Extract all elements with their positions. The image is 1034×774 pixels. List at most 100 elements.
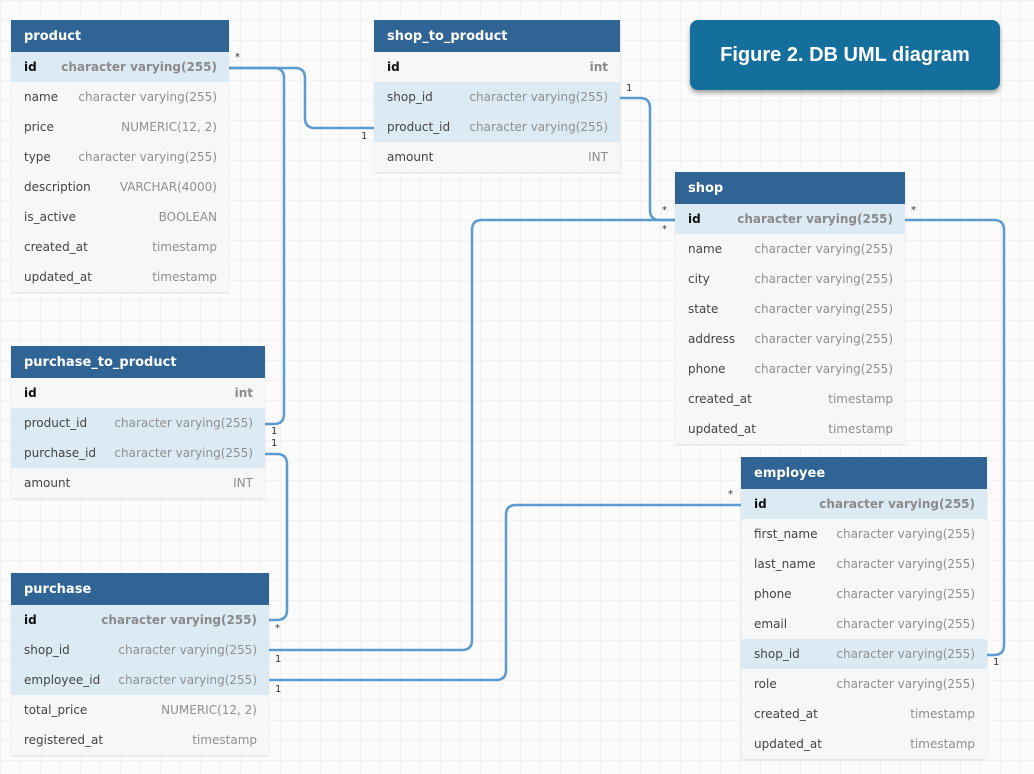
column-type: character varying(255) (754, 332, 893, 346)
column-type: int (234, 386, 253, 400)
column-name: amount (387, 150, 434, 164)
table-header: employee (741, 457, 987, 489)
cardinality-label: 1 (993, 657, 1000, 668)
column-row-updated-at[interactable]: updated_at timestamp (675, 414, 905, 444)
cardinality-label: 1 (626, 83, 633, 94)
column-type: BOOLEAN (158, 210, 217, 224)
column-row-product-id[interactable]: product_id character varying(255) (11, 408, 265, 438)
column-row-name[interactable]: name character varying(255) (675, 234, 905, 264)
rel-shop-to-product-shop (620, 96, 675, 222)
column-type: character varying(255) (114, 446, 253, 460)
column-row-updated-at[interactable]: updated_at timestamp (11, 262, 229, 292)
column-name: phone (754, 587, 792, 601)
column-type: character varying(255) (754, 302, 893, 316)
column-name: updated_at (24, 270, 92, 284)
column-row-purchase-id[interactable]: purchase_id character varying(255) (11, 438, 265, 468)
column-type: NUMERIC(12, 2) (121, 120, 217, 134)
column-type: character varying(255) (836, 527, 975, 541)
column-name: state (688, 302, 719, 316)
column-type: timestamp (152, 270, 217, 284)
column-row-shop-id[interactable]: shop_id character varying(255) (374, 82, 620, 112)
column-name: name (688, 242, 723, 256)
rel-purchase-employee (269, 503, 741, 682)
column-type: character varying(255) (118, 643, 257, 657)
column-name: updated_at (754, 737, 822, 751)
column-type: character varying(255) (114, 416, 253, 430)
column-row-price[interactable]: price NUMERIC(12, 2) (11, 112, 229, 142)
column-row-created-at[interactable]: created_at timestamp (11, 232, 229, 262)
table-header: purchase (11, 573, 269, 605)
column-type: timestamp (828, 392, 893, 406)
cardinality-label: 1 (275, 654, 282, 665)
column-type: timestamp (828, 422, 893, 436)
column-name: created_at (24, 240, 88, 254)
column-type: VARCHAR(4000) (119, 180, 217, 194)
column-type: character varying(255) (78, 90, 217, 104)
column-name: is_active (24, 210, 77, 224)
column-name: shop_id (387, 90, 433, 104)
column-row-first-name[interactable]: first_name character varying(255) (741, 519, 987, 549)
column-type: character varying(255) (118, 673, 257, 687)
column-row-phone[interactable]: phone character varying(255) (741, 579, 987, 609)
column-name: price (24, 120, 54, 134)
column-type: character varying(255) (737, 212, 893, 226)
column-row-is-active[interactable]: is_active BOOLEAN (11, 202, 229, 232)
column-type: character varying(255) (754, 242, 893, 256)
rel-purchase-shop (269, 218, 675, 652)
column-type: NUMERIC(12, 2) (161, 703, 257, 717)
cardinality-label: 1 (271, 438, 278, 449)
column-type: character varying(255) (78, 150, 217, 164)
column-name: shop_id (754, 647, 800, 661)
column-name: first_name (754, 527, 818, 541)
cardinality-label: * (275, 623, 280, 634)
column-type: character varying(255) (836, 587, 975, 601)
column-type: timestamp (152, 240, 217, 254)
column-row-state[interactable]: state character varying(255) (675, 294, 905, 324)
column-type: character varying(255) (469, 90, 608, 104)
figure-title: Figure 2. DB UML diagram (720, 43, 970, 66)
column-type: character varying(255) (469, 120, 608, 134)
column-name: role (754, 677, 777, 691)
column-name: product_id (24, 416, 88, 430)
table-header: shop (675, 172, 905, 204)
column-name: registered_at (24, 733, 104, 747)
column-name: updated_at (688, 422, 756, 436)
column-name: city (688, 272, 710, 286)
column-name: purchase_id (24, 446, 97, 460)
table-header: purchase_to_product (11, 346, 265, 378)
column-name: email (754, 617, 788, 631)
column-type: character varying(255) (754, 362, 893, 376)
